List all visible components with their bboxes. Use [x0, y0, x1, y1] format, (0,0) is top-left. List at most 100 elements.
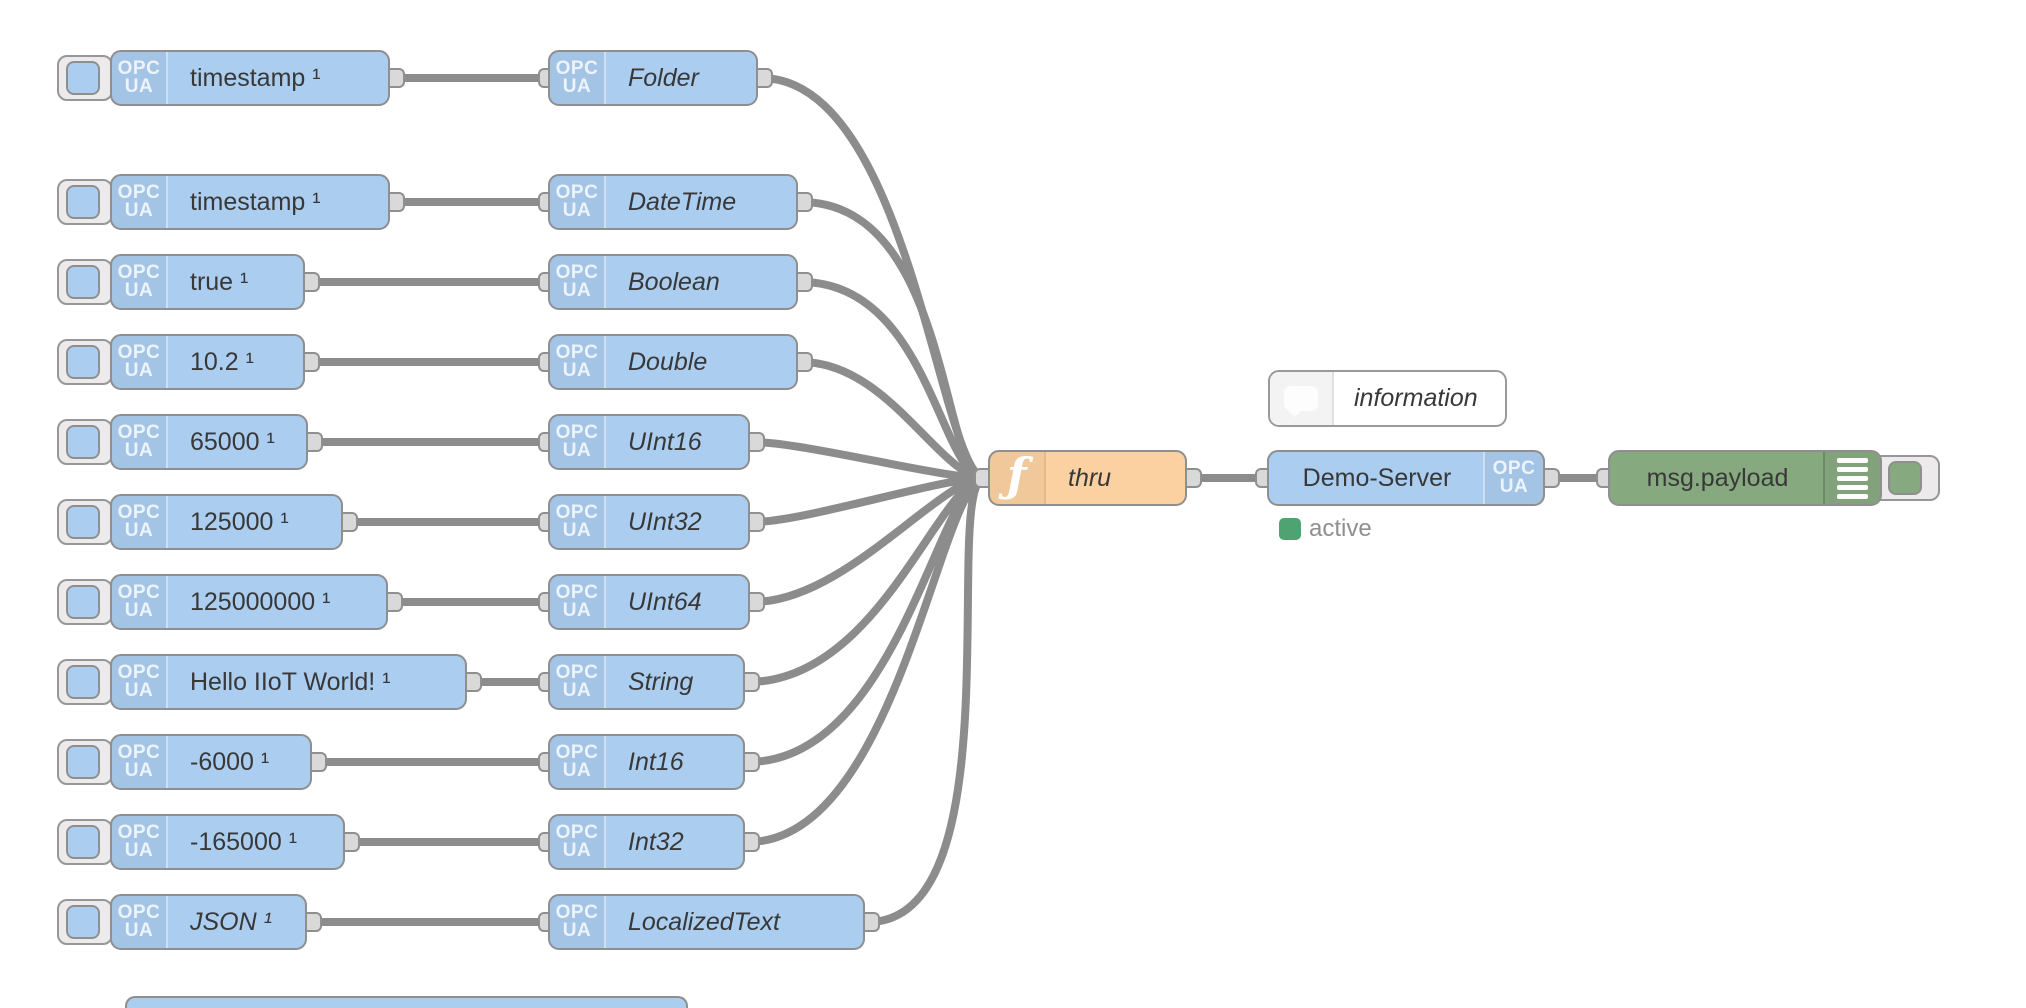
wire[interactable] — [797, 278, 989, 482]
opcua-icon-line2: UA — [562, 600, 592, 621]
node-label: 125000000 ¹ — [190, 587, 331, 616]
inject-button-inner[interactable] — [66, 425, 100, 459]
opcua-icon-line2: UA — [562, 760, 592, 781]
debug-node-msg-payload[interactable]: msg.payload — [1608, 450, 1882, 506]
opcua-icon-line1: OPC — [555, 502, 599, 523]
inject-button-inner[interactable] — [66, 665, 100, 699]
node-label: -165000 ¹ — [190, 827, 298, 856]
node-label: Hello IIoT World! ¹ — [190, 667, 391, 696]
opcua-icon-line2: UA — [562, 360, 592, 381]
inject-button-inner[interactable] — [66, 585, 100, 619]
opcua-icon-line2: UA — [562, 76, 592, 97]
node-label: Boolean — [628, 267, 720, 296]
node-label: Int16 — [628, 747, 684, 776]
inject-button-inner[interactable] — [66, 61, 100, 95]
opcua-icon-line2: UA — [124, 76, 154, 97]
opcua-icon-line1: OPC — [117, 182, 161, 203]
status-dot — [1279, 518, 1301, 540]
opcua-icon-line1: OPC — [555, 182, 599, 203]
opcua-icon-line1: OPC — [117, 822, 161, 843]
opcua-icon-line2: UA — [124, 440, 154, 461]
inject-button-inner[interactable] — [66, 345, 100, 379]
wire[interactable] — [797, 198, 989, 482]
wire[interactable] — [864, 474, 989, 926]
opcua-icon-line1: OPC — [555, 742, 599, 763]
node-label: DateTime — [628, 187, 737, 216]
opcua-icon-line1: OPC — [555, 262, 599, 283]
opcua-icon-line2: UA — [562, 920, 592, 941]
inject-button-inner[interactable] — [66, 905, 100, 939]
opcua-icon-line1: OPC — [555, 58, 599, 79]
opcua-icon-line1: OPC — [1492, 458, 1536, 479]
inject-button-inner[interactable] — [66, 505, 100, 539]
node-label: 10.2 ¹ — [190, 347, 254, 376]
wire[interactable] — [797, 358, 989, 482]
inject-button-inner[interactable] — [66, 745, 100, 779]
opcua-icon-line1: OPC — [117, 582, 161, 603]
wire[interactable] — [744, 474, 989, 686]
wire[interactable] — [744, 474, 989, 846]
node-label: timestamp ¹ — [190, 63, 321, 92]
node-label: information — [1354, 384, 1478, 412]
opcua-icon-line1: OPC — [117, 262, 161, 283]
opcua-icon-line1: OPC — [117, 58, 161, 79]
inject-button-inner[interactable] — [66, 825, 100, 859]
node-label: -6000 ¹ — [190, 747, 270, 776]
opcua-icon-line2: UA — [124, 920, 154, 941]
status-text: active — [1309, 515, 1372, 542]
opcua-icon-line1: OPC — [117, 902, 161, 923]
node-label: JSON ¹ — [190, 907, 272, 936]
opcua-icon-line2: UA — [1499, 476, 1529, 497]
opcua-icon-line2: UA — [562, 200, 592, 221]
comment-node-information[interactable]: information — [1268, 370, 1507, 427]
node-label: LocalizedText — [628, 907, 780, 936]
opcua-icon-line1: OPC — [117, 742, 161, 763]
opcua-icon-line2: UA — [124, 280, 154, 301]
opcua-icon-line2: UA — [124, 840, 154, 861]
comment-bubble-icon — [1270, 372, 1334, 425]
node-label: UInt16 — [628, 427, 702, 456]
debug-toggle-button-inner[interactable] — [1888, 461, 1922, 495]
opcua-icon-line1: OPC — [117, 662, 161, 683]
node-label: Int32 — [628, 827, 684, 856]
node-label: msg.payload — [1646, 463, 1789, 492]
partial-node[interactable] — [125, 996, 688, 1008]
inject-button-inner[interactable] — [66, 185, 100, 219]
opcua-icon-line2: UA — [562, 280, 592, 301]
inject-button-inner[interactable] — [66, 265, 100, 299]
